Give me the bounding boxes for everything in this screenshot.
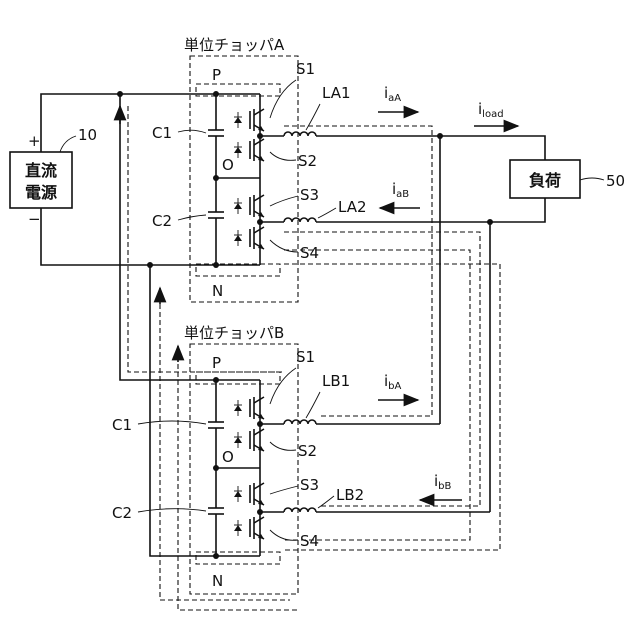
- chopper-a-l2-inductor: [260, 218, 340, 222]
- chopper-b-s4: S4: [300, 532, 319, 550]
- dc-source-plus: +: [28, 132, 41, 150]
- chopper-a-s1: S1: [296, 60, 315, 78]
- chopper-b-c2: C2: [112, 504, 132, 522]
- svg-text:iaB: iaB: [392, 180, 409, 200]
- svg-text:iaA: iaA: [384, 84, 401, 104]
- chopper-a-l2: LA2: [338, 198, 367, 216]
- chopper-b-l2: LB2: [336, 486, 364, 504]
- dc-source-name-line2: 電源: [25, 183, 57, 202]
- chopper-a-c1: C1: [152, 124, 172, 142]
- chopper-a-o: O: [222, 156, 234, 174]
- current-ibB: ibB: [420, 472, 462, 500]
- load-id: 50: [606, 172, 625, 190]
- chopper-a-n: N: [212, 282, 223, 300]
- chopper-b-n-frame: [196, 552, 280, 564]
- chopper-b-l1-inductor: [260, 420, 340, 424]
- chopper-b-n: N: [212, 572, 223, 590]
- chopper-a-s2: S2: [298, 152, 317, 170]
- ibB-sub: bB: [438, 481, 451, 492]
- chopper-a-p: P: [212, 66, 221, 84]
- chopper-a-l1-inductor: [260, 132, 340, 136]
- chopper-a-s4: S4: [300, 244, 319, 262]
- ibA-sub: bA: [388, 381, 401, 392]
- svg-text:ibA: ibA: [384, 372, 402, 392]
- chopper-b-s2: S2: [298, 442, 317, 460]
- chopper-b-p-frame: [196, 372, 280, 384]
- n-bus-to-b: [150, 265, 260, 556]
- chopper-b-p: P: [212, 354, 221, 372]
- dc-source-id: 10: [78, 126, 97, 144]
- svg-text:ibB: ibB: [434, 472, 452, 492]
- load: 負荷 50: [437, 133, 625, 512]
- dc-source-minus: −: [28, 210, 41, 228]
- iaB-sub: aB: [396, 189, 409, 200]
- dc-source-leader: [60, 136, 76, 152]
- chopper-b-l2-inductor: [260, 508, 340, 512]
- svg-text:iload: iload: [478, 100, 504, 120]
- chopper-a-c2: C2: [152, 212, 172, 230]
- dc-source-name-line1: 直流: [25, 161, 57, 180]
- chopper-b-s3: S3: [300, 476, 319, 494]
- chopper-b: 単位チョッパB P N O C1 C2 S1 S2 S3 S4: [112, 324, 490, 594]
- chopper-b-o: O: [222, 448, 234, 466]
- chopper-b-s1: S1: [296, 348, 315, 366]
- load-name: 負荷: [529, 171, 561, 190]
- current-ibA: ibA: [378, 372, 418, 400]
- dc-source: 直流 電源 + − 10: [10, 126, 97, 228]
- path-arrows: [120, 106, 178, 362]
- current-iaB: iaB: [380, 180, 420, 208]
- chopper-a-title: 単位チョッパA: [184, 36, 285, 54]
- chopper-a-s3: S3: [300, 186, 319, 204]
- current-iaA: iaA: [378, 84, 418, 112]
- chopper-b-l1: LB1: [322, 372, 350, 390]
- chopper-b-c1: C1: [112, 416, 132, 434]
- current-iload: iload: [474, 100, 518, 126]
- iaA-sub: aA: [388, 93, 401, 104]
- chopper-a-l1: LA1: [322, 84, 351, 102]
- chopper-b-title: 単位チョッパB: [184, 324, 284, 342]
- iload-sub: load: [482, 109, 503, 120]
